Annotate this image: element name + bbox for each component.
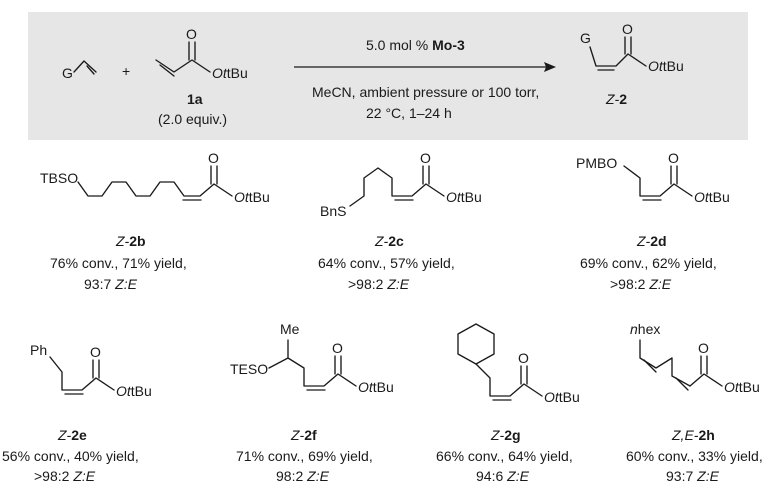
- methyl-label-2f: Me: [280, 321, 300, 337]
- carbonyl-o-2d: O: [668, 150, 679, 166]
- reactant-terminal-alkene: G: [62, 60, 97, 81]
- product-z2: G O OttBu Z-2: [580, 21, 684, 107]
- structure-chain-2b: [77, 181, 233, 197]
- acrylate-compound-id: 1a: [187, 91, 203, 107]
- reaction-arrow-head: [544, 62, 556, 72]
- structure-chain-2d: [623, 165, 693, 197]
- ratio-2f: 98:2 Z:E: [276, 468, 330, 484]
- product-card-2d: PMBO O OttBu Z-2d 69% conv., 62% yield, …: [576, 150, 730, 292]
- conversion-yield-2h: 60% conv., 33% yield,: [626, 448, 763, 464]
- carbonyl-o-2f: O: [332, 340, 343, 356]
- acrylate-ester-label: OttBu: [212, 65, 248, 81]
- reaction-arrow-group: 5.0 mol % Mo-3 MeCN, ambient pressure or…: [294, 37, 556, 121]
- structure-chain-2h: [639, 339, 723, 387]
- reaction-scheme: G + O OttBu 1a (2.0 equiv.) 5.0 mol % Mo…: [28, 12, 748, 140]
- ratio-2b: 93:7 Z:E: [84, 276, 138, 292]
- structure-z-double-2h: [675, 377, 689, 391]
- cyclohexyl-ring-2g: [457, 323, 495, 365]
- conversion-yield-2f: 71% conv., 69% yield,: [236, 448, 373, 464]
- structure-carbonyl-2g: [520, 365, 528, 385]
- substituent-label-2b: TBSO: [40, 170, 78, 186]
- ester-label-2c: OttBu: [446, 189, 482, 205]
- ratio-2h: 93:7 Z:E: [666, 468, 720, 484]
- product-card-2h: nhex O OttBu Z,E-2h 60% conv., 33% yield…: [626, 321, 763, 484]
- ester-label-2e: OttBu: [116, 383, 152, 399]
- scheme-background: [28, 12, 748, 140]
- carbonyl-o-2h: O: [698, 340, 709, 356]
- conversion-yield-2c: 64% conv., 57% yield,: [318, 255, 455, 271]
- structure-e-double-2h: [643, 359, 657, 373]
- ratio-2c: >98:2 Z:E: [348, 276, 410, 292]
- compound-id-2e: Z-2e: [57, 427, 87, 443]
- ratio-2e: >98:2 Z:E: [34, 468, 96, 484]
- structure-chain-2c: [349, 167, 445, 207]
- acrylate-skeleton: [155, 59, 211, 73]
- carbonyl-o-2e: O: [90, 344, 101, 360]
- product-card-2f: Me TESO O OttBu Z-2f 71% conv., 69% yiel…: [230, 321, 394, 484]
- structure-chain-2e: [49, 356, 115, 391]
- conversion-yield-2b: 76% conv., 71% yield,: [50, 255, 187, 271]
- product-ester-label: OttBu: [648, 58, 684, 74]
- ester-label-2b: OttBu: [234, 189, 270, 205]
- product-card-2e: Ph O OttBu Z-2e 56% conv., 40% yield, >9…: [2, 342, 152, 484]
- conditions-line-2: 22 °C, 1–24 h: [366, 105, 452, 121]
- carbonyl-o-2g: O: [518, 350, 529, 366]
- alkene-bond: [73, 60, 97, 73]
- substituent-label-2h: nhex: [630, 321, 660, 337]
- product-carbonyl: [624, 36, 632, 55]
- compound-id-2g: Z-2g: [490, 427, 521, 443]
- conversion-yield-2d: 69% conv., 62% yield,: [580, 255, 717, 271]
- ester-label-2d: OttBu: [694, 189, 730, 205]
- compound-id-2d: Z-2d: [636, 233, 667, 249]
- conversion-yield-2g: 66% conv., 64% yield,: [436, 448, 573, 464]
- acrylate-carbonyl-o: O: [186, 26, 197, 42]
- product-g-label: G: [580, 30, 591, 46]
- ester-label-2g: OttBu: [544, 389, 580, 405]
- acrylate-carbonyl: [188, 41, 196, 61]
- conversion-yield-2e: 56% conv., 40% yield,: [2, 448, 139, 464]
- structure-carbonyl-2f: [334, 355, 342, 375]
- reactant-g-label: G: [62, 65, 73, 81]
- structure-carbonyl-2b: [210, 165, 218, 185]
- product-skeleton: [589, 46, 647, 67]
- structure-carbonyl-2h: [700, 355, 708, 375]
- carbonyl-o-2b: O: [208, 150, 219, 166]
- ratio-2d: >98:2 Z:E: [610, 276, 672, 292]
- plus-sign: +: [122, 63, 130, 79]
- structure-carbonyl-2c: [422, 165, 430, 185]
- ester-label-2f: OttBu: [358, 379, 394, 395]
- substituent-label-2c: BnS: [320, 203, 346, 219]
- substituent-label-2f: TESO: [230, 361, 268, 377]
- product-card-2g: O OttBu Z-2g 66% conv., 64% yield, 94:6 …: [436, 323, 580, 484]
- ester-label-2h: OttBu: [724, 379, 760, 395]
- product-card-2b: TBSO O OttBu Z-2b 76% conv., 71% yield, …: [40, 150, 270, 292]
- carbonyl-o-2c: O: [420, 150, 431, 166]
- compound-id-2f: Z-2f: [290, 427, 317, 443]
- ratio-2g: 94:6 Z:E: [476, 468, 530, 484]
- compound-id-2b: Z-2b: [115, 233, 146, 249]
- compound-id-2h: Z,E-2h: [671, 427, 715, 443]
- compound-id-2c: Z-2c: [374, 233, 404, 249]
- product-card-2c: BnS O OttBu Z-2c 64% conv., 57% yield, >…: [318, 150, 482, 292]
- alkene-double-bond: [86, 65, 95, 75]
- acrylate-equivalents: (2.0 equiv.): [158, 111, 227, 127]
- structure-chain-2f: [268, 339, 357, 387]
- reactant-acrylate: O OttBu 1a (2.0 equiv.): [155, 26, 248, 127]
- conditions-line-1: MeCN, ambient pressure or 100 torr,: [312, 84, 539, 100]
- acrylate-vinyl-double: [159, 64, 175, 77]
- structure-chain-2g: [475, 363, 543, 397]
- structure-carbonyl-2e: [92, 359, 100, 379]
- structure-carbonyl-2d: [670, 165, 678, 185]
- product-compound-id: Z-2: [605, 91, 627, 107]
- product-carbonyl-o: O: [622, 21, 633, 37]
- substituent-label-2e: Ph: [30, 342, 47, 358]
- substituent-label-2d: PMBO: [576, 155, 617, 171]
- catalyst-label: 5.0 mol % Mo-3: [366, 37, 465, 53]
